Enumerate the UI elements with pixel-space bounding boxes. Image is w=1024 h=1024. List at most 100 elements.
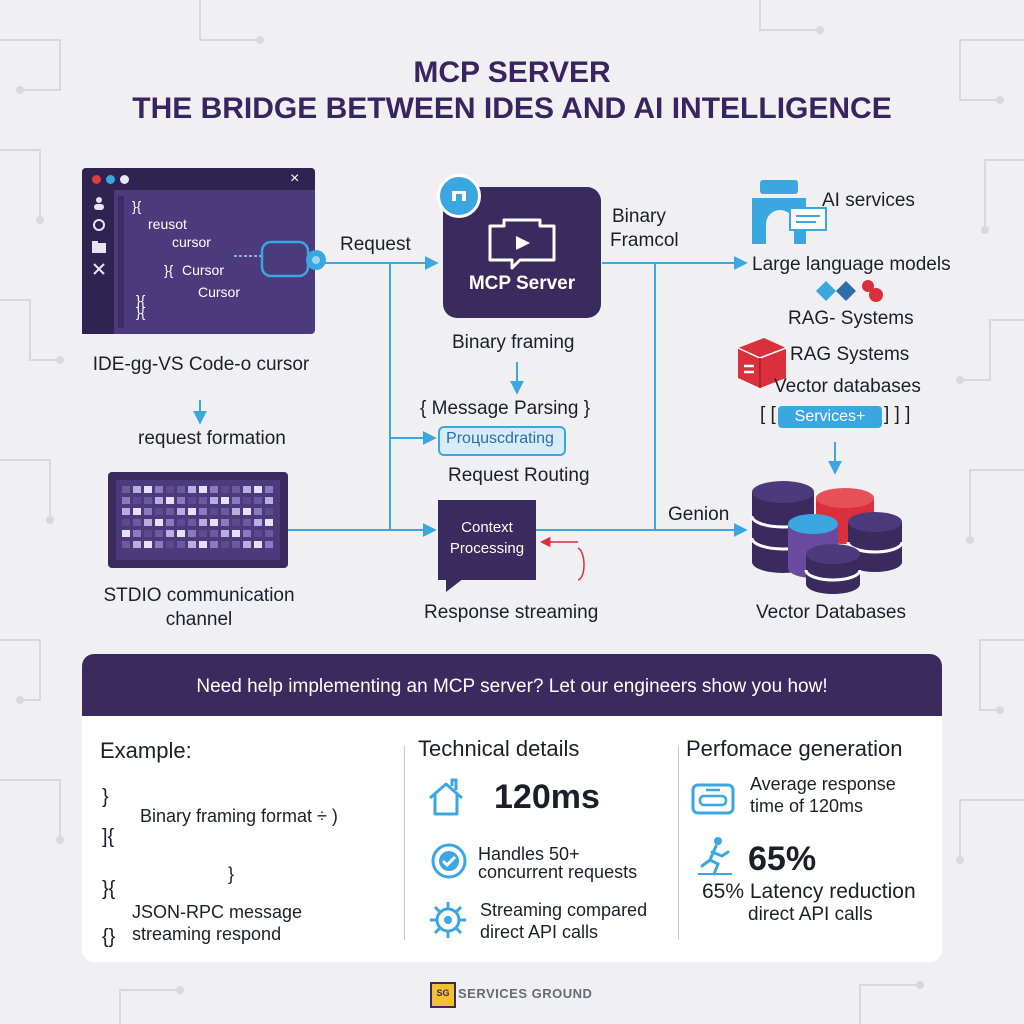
perf-item-1a: Average response xyxy=(750,774,896,794)
database-icon xyxy=(750,481,904,594)
cloud-icon xyxy=(752,180,827,244)
code-line: }{ xyxy=(132,198,142,214)
code-line: reusot xyxy=(148,216,187,232)
maximize-dot xyxy=(120,175,129,184)
screen-cell xyxy=(155,530,163,537)
model-shapes-icon xyxy=(816,280,883,302)
cta-banner[interactable] xyxy=(82,654,942,716)
tech-item-1b: concurrent requests xyxy=(478,862,638,882)
screen-cell xyxy=(188,541,196,548)
screen-cell xyxy=(122,497,130,504)
screen-cell xyxy=(221,508,229,515)
folder-icon xyxy=(92,240,106,256)
services-pill-text: Services+ xyxy=(794,408,866,425)
info-panel: Need help implementing an MCP server? Le… xyxy=(82,654,942,962)
genion-label: Genion xyxy=(668,504,730,525)
screen-cell xyxy=(265,497,273,504)
screen-cell xyxy=(144,497,152,504)
screen-cell xyxy=(155,541,163,548)
gear-icon xyxy=(430,902,466,938)
screen-cell xyxy=(265,508,273,515)
screen-cell xyxy=(254,530,262,537)
screen-cell xyxy=(265,486,273,493)
screen-cell xyxy=(144,486,152,493)
screen-cell xyxy=(232,541,240,548)
screen-cell xyxy=(243,519,251,526)
bracket-glyph: }{ xyxy=(102,878,116,900)
screen-cell xyxy=(177,519,185,526)
screen-cell xyxy=(144,508,152,515)
ide-window: × }{ reusot cursor }{ Cursor Cursor }{ }… xyxy=(82,168,315,334)
screen-cell xyxy=(243,497,251,504)
video-icon xyxy=(488,218,556,270)
screen-cell xyxy=(243,541,251,548)
server-icon xyxy=(452,191,466,201)
code-line: Cursor xyxy=(182,262,225,278)
cube-icon xyxy=(737,338,787,388)
ide-sidebar xyxy=(82,190,114,334)
speech-tail xyxy=(446,578,464,592)
latency-reduction-value: 65% xyxy=(748,840,817,878)
screen-cell xyxy=(177,497,185,504)
request-label: Request xyxy=(340,234,411,255)
screen-cell xyxy=(254,497,262,504)
framcol-label: Framcol xyxy=(610,230,679,251)
vector-databases-text: Vector databases xyxy=(774,376,921,397)
bracket-glyph: ]{ xyxy=(102,826,115,848)
screen-cell xyxy=(188,486,196,493)
screen-cell xyxy=(232,497,240,504)
code-line: }{ xyxy=(136,304,146,320)
screen-cell xyxy=(199,486,207,493)
screen-cell xyxy=(133,530,141,537)
screen-cell xyxy=(265,530,273,537)
message-parsing-label: { Message Parsing } xyxy=(420,398,591,419)
screen-cell xyxy=(166,530,174,537)
user-icon xyxy=(92,196,106,213)
screen-cell xyxy=(155,519,163,526)
divider xyxy=(678,746,679,940)
code-line: }{ xyxy=(136,292,146,308)
example-brace: } xyxy=(228,864,235,884)
screen-cell xyxy=(122,508,130,515)
plug-icon xyxy=(234,240,326,278)
services-pill xyxy=(778,406,882,428)
code-line: cursor xyxy=(172,234,211,250)
screen-cell xyxy=(188,497,196,504)
stdio-label: STDIO communication channel xyxy=(103,585,295,630)
example-line-1: Binary framing format ÷ ) xyxy=(140,806,338,826)
screen-cell xyxy=(199,519,207,526)
screen-cell xyxy=(155,497,163,504)
check-icon xyxy=(431,843,467,879)
screen-cell xyxy=(199,508,207,515)
brand-name: SERVICES GROUND xyxy=(458,986,593,1001)
ai-services-label: AI services xyxy=(822,190,915,211)
screen-cell xyxy=(166,519,174,526)
ide-gutter xyxy=(118,196,124,328)
screen-cell xyxy=(122,486,130,493)
screen-cell xyxy=(254,519,262,526)
tech-item-1a: Handles 50+ xyxy=(478,844,580,864)
brand-logo-text: SG xyxy=(436,988,450,998)
bracket-glyph: {} xyxy=(102,926,116,948)
screen-cell xyxy=(254,486,262,493)
cta-text[interactable]: Need help implementing an MCP server? Le… xyxy=(196,676,828,697)
minimize-dot xyxy=(106,175,115,184)
screen-cell xyxy=(232,508,240,515)
screen-cell xyxy=(221,519,229,526)
screen-cell xyxy=(265,541,273,548)
screen-cell xyxy=(232,486,240,493)
screen-cell xyxy=(243,530,251,537)
perf-item-2a: 65% Latency reduction xyxy=(702,880,916,903)
close-icon: × xyxy=(290,170,300,187)
screen-cell xyxy=(122,541,130,548)
screen-cell xyxy=(177,486,185,493)
example-line-2b: streaming respond xyxy=(132,924,282,944)
screen-cell xyxy=(133,497,141,504)
screen-cell xyxy=(199,541,207,548)
perf-item-1b: time of 120ms xyxy=(750,796,864,816)
ide-titlebar xyxy=(82,168,315,190)
screen-cell xyxy=(144,541,152,548)
screen-cell xyxy=(166,541,174,548)
screen-cell xyxy=(243,508,251,515)
